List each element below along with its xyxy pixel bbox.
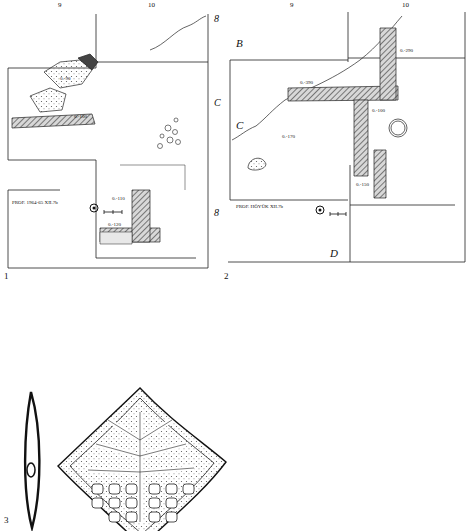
panel-label: 1 [4, 272, 9, 281]
seal-branch-edge [140, 412, 141, 522]
panel-1-pebbles [158, 118, 181, 149]
pebble [167, 137, 173, 143]
seal-cell [183, 484, 194, 494]
pebble [158, 144, 163, 149]
seal-cell [92, 498, 103, 508]
panel-label: PROF. HÖYÜK XII.7b [236, 204, 283, 209]
elevation-label: 0.-90 [60, 76, 70, 81]
panel-label: D [330, 248, 338, 259]
seal-branch [140, 468, 194, 472]
seal-branch [108, 420, 140, 440]
pebble [173, 130, 178, 135]
panel-1-grid [8, 14, 208, 268]
seal-cell [126, 498, 137, 508]
pebble [165, 125, 171, 131]
elevation-label: 0.-120 [108, 222, 121, 227]
elevation-label: 0.-150 [356, 182, 369, 187]
elevation-label: 0.-110 [112, 196, 125, 201]
panel-2-walls [248, 28, 407, 198]
elevation-label: 0.-290 [400, 48, 413, 53]
panel-label: 8 [214, 14, 219, 24]
panel-label: 2 [224, 272, 229, 281]
seal-branch [140, 444, 186, 456]
panel-label: 9 [290, 2, 294, 9]
seal-branch-edge [96, 444, 140, 456]
seal-branch [88, 470, 140, 472]
seal-branch [138, 412, 143, 522]
elevation-label: 0.-100 [372, 108, 385, 113]
panel-label: 3 [4, 516, 9, 525]
seal-cell [166, 498, 177, 508]
seal-cell [126, 512, 137, 522]
seal-branch [96, 444, 140, 456]
elevation-label: 0.-170 [282, 134, 295, 139]
panel-label: 9 [58, 2, 62, 9]
seal-branch-edge [108, 420, 140, 440]
panel-label: C [214, 98, 221, 108]
elevation-label: 0.-390 [300, 80, 313, 85]
panel-label: B [236, 38, 243, 49]
panel-label: 8 [214, 208, 219, 218]
elevation-label: 0.-100 [74, 114, 87, 119]
panel-label: PROF. 1964-65 XII.7b [12, 200, 58, 205]
seal-branch-edge [140, 468, 194, 472]
panel-1-stones [12, 54, 160, 244]
panel-2-grid [228, 12, 465, 262]
stamp-seal [58, 388, 226, 531]
seal-branch [140, 420, 172, 440]
north-symbol-2 [316, 206, 346, 216]
seal-cell [109, 512, 120, 522]
seal-branch-edge [140, 444, 186, 456]
panel-label: 10 [402, 2, 409, 9]
seal-cell [109, 484, 120, 494]
seal-cell [166, 512, 177, 522]
seal-cell [92, 484, 103, 494]
seal-branch-edge [88, 470, 140, 472]
panel-label: C [236, 120, 243, 131]
seal-cell [166, 484, 177, 494]
seal-cell [126, 484, 137, 494]
seal-cell [149, 498, 160, 508]
panel-label: 10 [148, 2, 155, 9]
pebble [160, 134, 164, 138]
pebble [174, 118, 178, 122]
seal-cell [149, 512, 160, 522]
seal-cell [149, 484, 160, 494]
seal-branch-edge [140, 420, 172, 440]
object-section [25, 392, 39, 528]
seal-cell [109, 498, 120, 508]
north-symbol-1 [90, 204, 122, 214]
pebble [176, 140, 181, 145]
